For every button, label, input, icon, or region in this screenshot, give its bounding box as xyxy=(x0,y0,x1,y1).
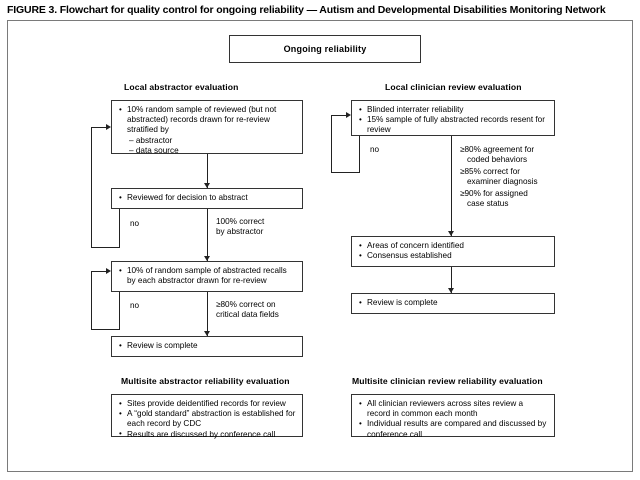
list-item: A “gold standard” abstraction is establi… xyxy=(119,409,296,429)
local-abstractor-evaluation-title: Local abstractor evaluation xyxy=(124,82,239,92)
criteria-3-ind: case status xyxy=(467,199,509,209)
edge-label-pass-1-line1: 100% correct xyxy=(216,217,265,226)
list-item: Review is complete xyxy=(119,340,296,351)
ongoing-reliability-box: Ongoing reliability xyxy=(229,35,421,63)
list-item: 15% sample of fully abstracted records r… xyxy=(359,115,548,135)
local-clinician-evaluation-title: Local clinician review evaluation xyxy=(385,82,522,92)
abstractor-sample-box: 10% random sample of reviewed (but not a… xyxy=(111,100,303,156)
edge-label-criteria-2: ≥85% correct for examiner diagnosis xyxy=(460,167,556,187)
list-item: Consensus established xyxy=(359,251,548,261)
loop-a3-up-line xyxy=(91,271,92,330)
multisite-clinician-box: All clinician reviewers across sites rev… xyxy=(351,394,555,439)
ongoing-reliability-label: Ongoing reliability xyxy=(283,43,367,54)
edge-label-pass-1: 100% correct by abstractor xyxy=(216,217,264,237)
list-item: 10% random sample of reviewed (but not a… xyxy=(119,104,296,156)
abstractor-recall-box: 10% of random sample of abstracted recal… xyxy=(111,261,303,292)
loop-a2-up-line xyxy=(91,127,92,248)
loop-a2-arrow xyxy=(106,124,111,130)
clinician-blinded-reliability-box: Blinded interrater reliability 15% sampl… xyxy=(351,100,555,136)
connector-c2-c3-arrow xyxy=(448,288,454,293)
connector-a1-a2-arrow xyxy=(204,183,210,188)
loop-c1-down-line xyxy=(359,136,360,173)
edge-label-pass-2: ≥80% correct on critical data fields xyxy=(216,300,279,320)
multisite-clinician-title: Multisite clinician review reliability e… xyxy=(352,376,543,386)
list-item: Individual results are compared and disc… xyxy=(359,419,548,439)
abstractor-sample-sub-1: abstractor xyxy=(127,136,296,146)
multisite-abstractor-box: Sites provide deidentified records for r… xyxy=(111,394,303,440)
connector-a2-a3-arrow xyxy=(204,256,210,261)
loop-a2-down-line xyxy=(119,209,120,248)
clinician-concern-box: Areas of concern identified Consensus es… xyxy=(351,236,555,267)
list-item: Areas of concern identified xyxy=(359,240,548,251)
criteria-2-main: ≥85% correct for xyxy=(460,167,521,176)
list-item: All clinician reviewers across sites rev… xyxy=(359,398,548,419)
edge-label-pass-1-line2: by abstractor xyxy=(216,227,264,237)
connector-c1-c2-line xyxy=(451,136,452,236)
loop-c1-top-line xyxy=(331,115,347,116)
loop-a3-down-line xyxy=(119,292,120,330)
loop-c1-up-line xyxy=(331,115,332,173)
list-item: Results are discussed by conference call xyxy=(119,429,296,440)
loop-a3-bottom-line xyxy=(91,329,120,330)
criteria-1-ind: coded behaviors xyxy=(467,155,528,165)
edge-label-pass-2-line1: ≥80% correct on xyxy=(216,300,276,309)
clinician-review-complete-box: Review is complete xyxy=(351,293,555,314)
loop-a3-arrow xyxy=(106,268,111,274)
edge-label-criteria-3: ≥90% for assigned case status xyxy=(460,189,556,209)
edge-label-pass-2-line2: critical data fields xyxy=(216,310,279,320)
loop-c1-arrow xyxy=(346,112,351,118)
criteria-3-main: ≥90% for assigned xyxy=(460,189,528,198)
multisite-abstractor-title: Multisite abstractor reliability evaluat… xyxy=(121,376,290,386)
abstractor-sample-sub-2: data source xyxy=(127,146,296,156)
edge-label-no-2: no xyxy=(130,301,140,310)
list-item: Reviewed for decision to abstract xyxy=(119,192,296,203)
list-item: Sites provide deidentified records for r… xyxy=(119,398,296,409)
edge-label-clinician-no: no xyxy=(370,145,380,154)
figure-title: FIGURE 3. Flowchart for quality control … xyxy=(7,4,606,16)
loop-a3-top-line xyxy=(91,271,107,272)
connector-a3-a4-arrow xyxy=(204,331,210,336)
connector-a2-a3-line xyxy=(207,209,208,261)
edge-label-no-1: no xyxy=(130,219,140,228)
criteria-2-ind: examiner diagnosis xyxy=(467,177,538,187)
list-item: 10% of random sample of abstracted recal… xyxy=(119,265,296,286)
loop-a2-top-line xyxy=(91,127,107,128)
abstractor-review-complete-box: Review is complete xyxy=(111,336,303,357)
connector-c2-c3-line xyxy=(451,267,452,293)
list-item: Blinded interrater reliability xyxy=(359,104,548,115)
abstractor-review-decision-box: Reviewed for decision to abstract xyxy=(111,188,303,209)
criteria-1-main: ≥80% agreement for xyxy=(460,145,535,154)
abstractor-sample-text: 10% random sample of reviewed (but not a… xyxy=(127,105,277,135)
connector-a3-a4-line xyxy=(207,292,208,336)
loop-a2-bottom-line xyxy=(91,247,120,248)
list-item: Review is complete xyxy=(359,297,548,308)
figure-frame: Ongoing reliability Local abstractor eva… xyxy=(7,20,633,472)
connector-c1-c2-arrow xyxy=(448,231,454,236)
connector-a1-a2-line xyxy=(207,154,208,188)
edge-label-criteria-1: ≥80% agreement for coded behaviors xyxy=(460,145,556,165)
loop-c1-bottom-line xyxy=(331,172,360,173)
